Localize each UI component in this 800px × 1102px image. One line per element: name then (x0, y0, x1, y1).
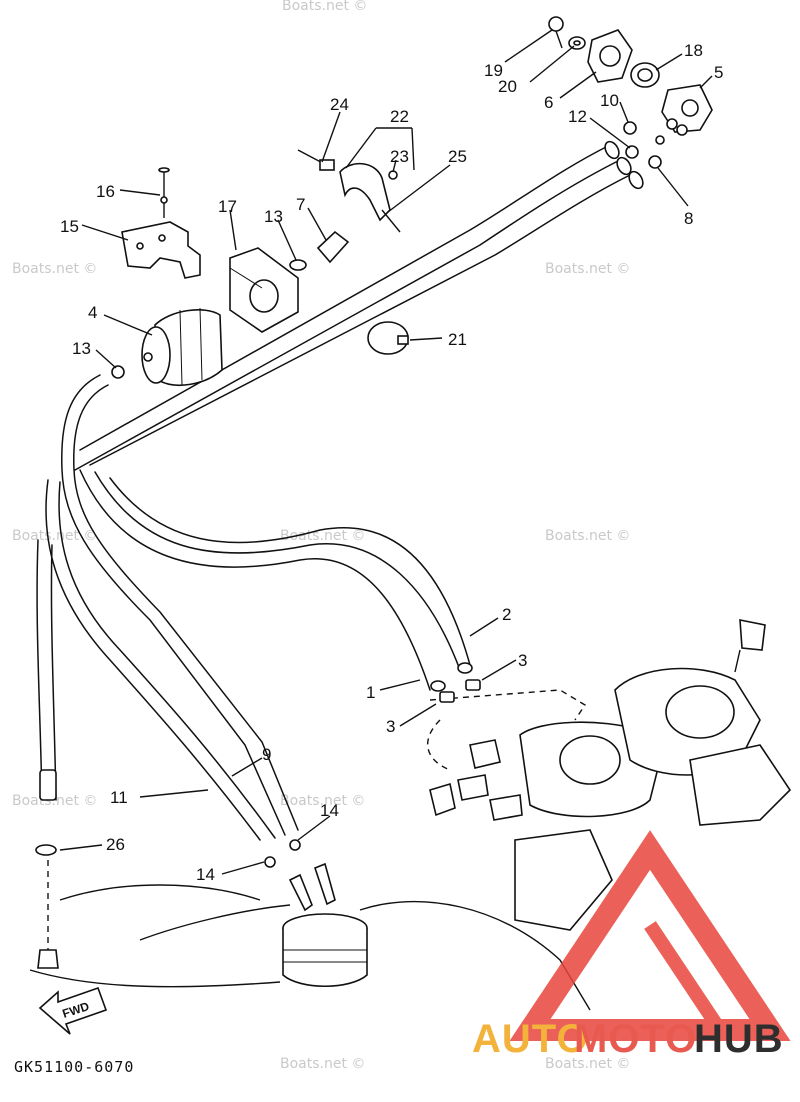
watermark-text: Boats.net © (280, 793, 365, 809)
part-number-17: 17 (218, 197, 237, 216)
fuel-tank (29, 839, 591, 1011)
part-number-14: 14 (320, 801, 339, 820)
part-number-13: 13 (264, 207, 283, 226)
watermark-text: Boats.net © (545, 261, 630, 277)
short-hose (289, 230, 350, 271)
part-number-25: 25 (448, 147, 467, 166)
part-number-10: 10 (600, 91, 619, 110)
part-number-2: 2 (502, 605, 511, 624)
part-number-6: 6 (544, 93, 553, 112)
watermark-text: Boats.net © (12, 261, 97, 277)
fuel-pump-assembly (548, 16, 713, 169)
part-number-5: 5 (714, 63, 723, 82)
part-number-labels: 19 20 6 18 5 10 12 8 24 22 23 25 16 15 1… (60, 41, 723, 884)
part-number-4: 4 (88, 303, 97, 322)
part-number-22: 22 (390, 107, 409, 126)
inner-triangle-icon (600, 921, 734, 1037)
part-number-9: 9 (262, 745, 271, 764)
part-number-12: 12 (568, 107, 587, 126)
part-number-14: 14 (196, 865, 215, 884)
watermark-text: Boats.net © (545, 1056, 630, 1072)
mounting-bracket (121, 167, 201, 279)
part-number-15: 15 (60, 217, 79, 236)
part-number-16: 16 (96, 182, 115, 201)
part-number-26: 26 (106, 835, 125, 854)
brand-auto: AUTO (472, 1017, 589, 1061)
automotohub-logo (509, 830, 791, 1041)
part-number-3: 3 (518, 651, 527, 670)
part-number-7: 7 (296, 195, 305, 214)
leader-lines (59, 29, 713, 875)
part-number-21: 21 (448, 330, 467, 349)
part-number-23: 23 (390, 147, 409, 166)
brand-wordmark: AUTO MOTO HUB (472, 1017, 784, 1061)
part-number-1: 1 (366, 683, 375, 702)
watermark-text: Boats.net © (282, 0, 367, 14)
filter-bracket (229, 247, 299, 333)
part-number-24: 24 (330, 95, 349, 114)
part-number-3: 3 (386, 717, 395, 736)
watermark-text: Boats.net © (545, 528, 630, 544)
part-number-20: 20 (498, 77, 517, 96)
watermark-text: Boats.net © (12, 793, 97, 809)
drawing-code: GK51100-6070 (14, 1058, 134, 1076)
part-number-19: 19 (484, 61, 503, 80)
part-number-18: 18 (684, 41, 703, 60)
hose-bracket-assembly (297, 149, 401, 233)
part-number-11: 11 (110, 788, 128, 807)
fuel-filter (111, 307, 223, 386)
brand-hub: HUB (694, 1017, 784, 1061)
band-clamp (367, 321, 409, 355)
part-number-13: 13 (72, 339, 91, 358)
brand-moto: MOTO (574, 1017, 697, 1061)
vent-clamp (35, 844, 59, 969)
watermark-text: Boats.net © (12, 528, 97, 544)
part-number-8: 8 (684, 209, 693, 228)
carburetor-assembly (427, 619, 792, 931)
watermark-text: Boats.net © (280, 528, 365, 544)
watermark-text: Boats.net © (280, 1056, 365, 1072)
long-hoses (36, 140, 644, 950)
forward-arrow: FWD (38, 986, 108, 1035)
